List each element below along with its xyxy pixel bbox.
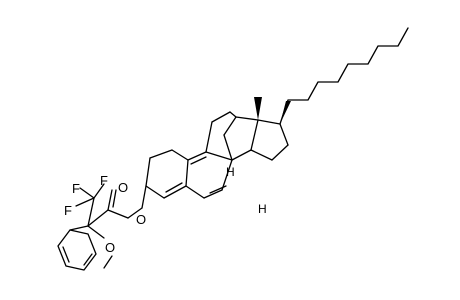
fluorine-atom-label: F (100, 173, 108, 188)
ring-c (205, 97, 262, 161)
ring-a (145, 149, 189, 199)
methoxy-group (87, 225, 113, 269)
carbonyl-oxygen-label: O (118, 180, 128, 195)
hydrogen-atom-label: H (258, 202, 267, 216)
wedge-bond (280, 101, 291, 124)
ring-b (185, 151, 233, 199)
phenyl-ring (57, 225, 97, 271)
methyl-wedge (254, 97, 262, 120)
ester-oxygen-label: O (136, 212, 146, 227)
hydrogen-atom-label: H (226, 165, 235, 179)
fluorine-atom-label: F (64, 203, 72, 218)
methoxy-oxygen-label: O (105, 240, 115, 255)
ester-linkage (87, 185, 147, 227)
nonyl-chain (279, 27, 409, 125)
fluorine-atom-label: F (72, 181, 80, 196)
trifluoromethyl-group (75, 183, 105, 227)
ring-d (250, 101, 291, 161)
